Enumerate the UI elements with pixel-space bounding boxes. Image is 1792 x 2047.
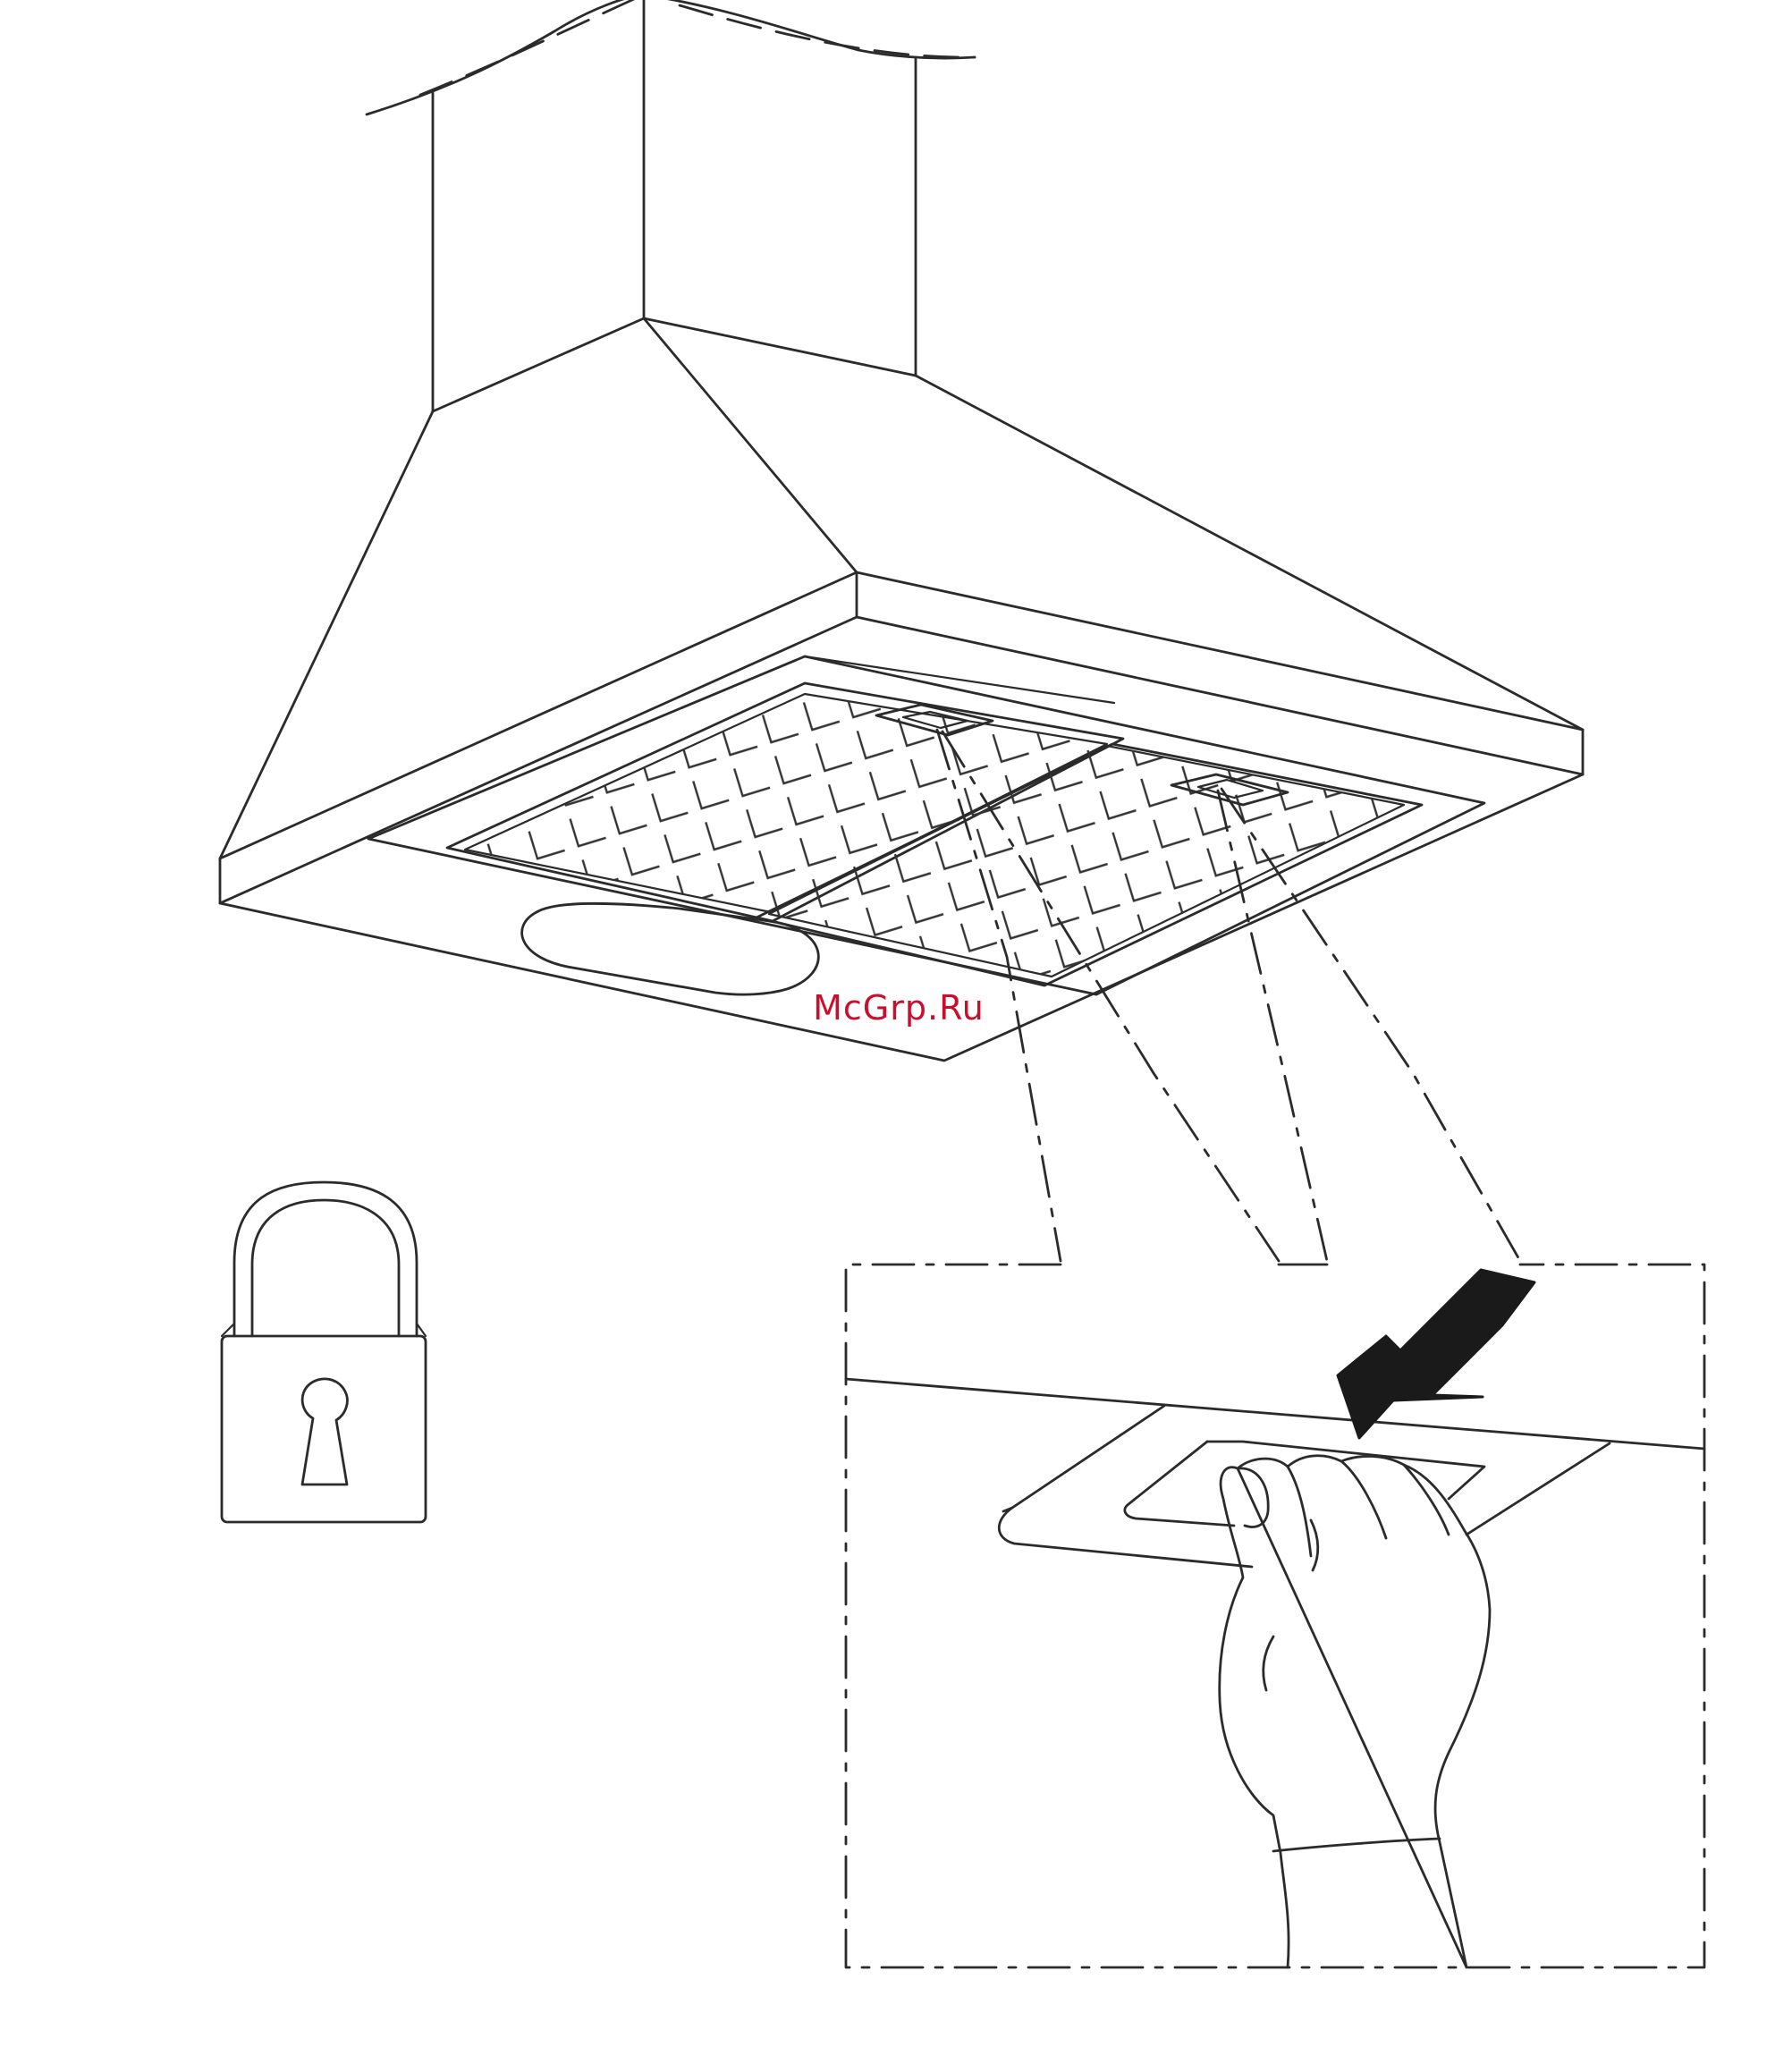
push-arrow — [1338, 1270, 1534, 1438]
hand-illustration — [1220, 1456, 1490, 1967]
hood-canopy — [220, 318, 1583, 1061]
padlock-icon — [222, 1182, 426, 1522]
light-cover — [522, 903, 819, 994]
detail-callout — [846, 1265, 1704, 1967]
watermark-text: McGrp.Ru — [787, 988, 1010, 1028]
keyhole-icon — [302, 1379, 347, 1484]
